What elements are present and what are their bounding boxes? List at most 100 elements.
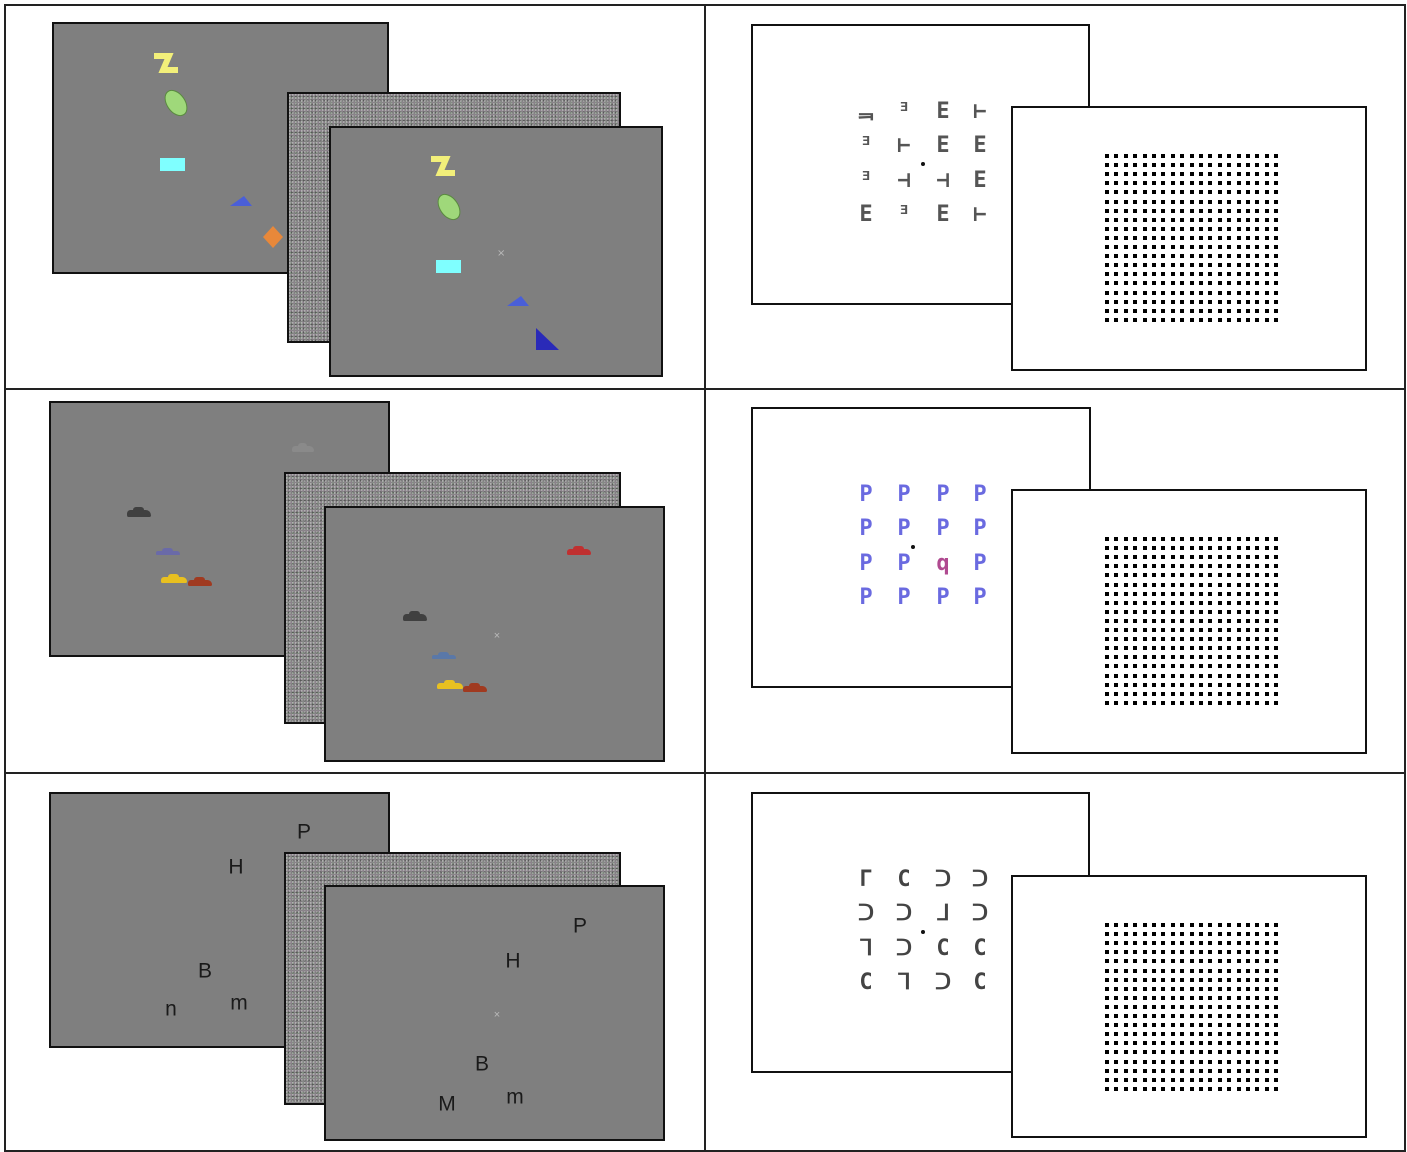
- grid-dot: [1180, 592, 1184, 596]
- grid-dot: [1237, 281, 1241, 285]
- grid-dot: [1199, 637, 1203, 641]
- search-item: ᴲ: [897, 101, 910, 123]
- grid-dot: [1218, 583, 1222, 587]
- grid-dot: [1190, 941, 1194, 945]
- grid-dot: [1105, 291, 1109, 295]
- grid-dot: [1124, 1032, 1128, 1036]
- car-4: [161, 577, 187, 583]
- grid-dot: [1237, 546, 1241, 550]
- grid-dot: [1114, 1060, 1118, 1064]
- grid-dot: [1161, 674, 1165, 678]
- grid-dot: [1161, 537, 1165, 541]
- grid-dot: [1133, 291, 1137, 295]
- grid-dot: [1255, 555, 1259, 559]
- grid-dot: [1199, 646, 1203, 650]
- grid-dot: [1208, 932, 1212, 936]
- grid-dot: [1208, 969, 1212, 973]
- grid-dot: [1105, 190, 1109, 194]
- grid-dot: [1143, 692, 1147, 696]
- grid-dot: [1208, 291, 1212, 295]
- grid-dot: [1171, 583, 1175, 587]
- grid-dot: [1143, 245, 1147, 249]
- grid-dot: [1227, 601, 1231, 605]
- grid-dot: [1208, 555, 1212, 559]
- grid-dot: [1265, 950, 1269, 954]
- grid-dot: [1265, 601, 1269, 605]
- grid-dot: [1124, 564, 1128, 568]
- grid-dot: [1124, 646, 1128, 650]
- grid-dot: [1152, 610, 1156, 614]
- grid-dot: [1180, 218, 1184, 222]
- grid-dot: [1143, 218, 1147, 222]
- grid-dot: [1143, 628, 1147, 632]
- grid-dot: [1246, 200, 1250, 204]
- grid-dot: [1133, 601, 1137, 605]
- grid-dot: [1124, 218, 1128, 222]
- grid-dot: [1171, 181, 1175, 185]
- grid-dot: [1190, 996, 1194, 1000]
- grid-dot: [1161, 163, 1165, 167]
- grid-dot: [1114, 950, 1118, 954]
- grid-dot: [1246, 592, 1250, 596]
- search-item: P: [859, 553, 872, 575]
- grid-dot: [1180, 683, 1184, 687]
- grid-dot: [1133, 181, 1137, 185]
- grid-dot: [1227, 692, 1231, 696]
- grid-dot: [1199, 181, 1203, 185]
- grid-dot: [1237, 1014, 1241, 1018]
- grid-dot: [1180, 1060, 1184, 1064]
- search-item: P: [897, 553, 910, 575]
- grid-dot: [1133, 664, 1137, 668]
- grid-dot: [1124, 227, 1128, 231]
- grid-dot: [1161, 655, 1165, 659]
- grid-dot: [1133, 619, 1137, 623]
- grid-dot: [1105, 209, 1109, 213]
- grid-dot: [1255, 163, 1259, 167]
- grid-dot: [1190, 263, 1194, 267]
- grid-dot: [1265, 154, 1269, 158]
- grid-dot: [1105, 1005, 1109, 1009]
- grid-dot: [1171, 1032, 1175, 1036]
- grid-dot: [1218, 628, 1222, 632]
- grid-dot: [1208, 318, 1212, 322]
- grid-dot: [1274, 1060, 1278, 1064]
- grid-dot: [1199, 959, 1203, 963]
- grid-dot: [1143, 1087, 1147, 1091]
- grid-dot: [1227, 546, 1231, 550]
- grid-dot: [1246, 683, 1250, 687]
- grid-dot: [1124, 245, 1128, 249]
- grid-dot: [1180, 1014, 1184, 1018]
- grid-dot: [1227, 664, 1231, 668]
- grid-dot: [1124, 1078, 1128, 1082]
- grid-dot: [1246, 1041, 1250, 1045]
- search-item: Γ: [859, 869, 872, 891]
- grid-dot: [1190, 987, 1194, 991]
- grid-dot: [1218, 154, 1222, 158]
- grid-dot: [1190, 218, 1194, 222]
- grid-dot: [1274, 1041, 1278, 1045]
- search-item: ⊣: [897, 170, 910, 192]
- grid-dot: [1255, 996, 1259, 1000]
- grid-dot: [1114, 592, 1118, 596]
- grid-dot: [1208, 950, 1212, 954]
- grid-dot: [1152, 950, 1156, 954]
- grid-dot: [1265, 245, 1269, 249]
- grid-dot: [1227, 254, 1231, 258]
- grid-dot: [1199, 923, 1203, 927]
- grid-dot: [1143, 1005, 1147, 1009]
- grid-dot: [1143, 573, 1147, 577]
- grid-dot: [1124, 263, 1128, 267]
- grid-dot: [1218, 1014, 1222, 1018]
- grid-dot: [1274, 291, 1278, 295]
- grid-dot: [1105, 546, 1109, 550]
- grid-dot: [1180, 701, 1184, 705]
- grid-dot: [1124, 655, 1128, 659]
- grid-dot: [1255, 969, 1259, 973]
- grid-dot: [1208, 236, 1212, 240]
- grid-dot: [1274, 254, 1278, 258]
- grid-dot: [1237, 573, 1241, 577]
- grid-dot: [1152, 1032, 1156, 1036]
- grid-dot: [1152, 281, 1156, 285]
- search-item: P: [936, 518, 949, 540]
- grid-dot: [1105, 300, 1109, 304]
